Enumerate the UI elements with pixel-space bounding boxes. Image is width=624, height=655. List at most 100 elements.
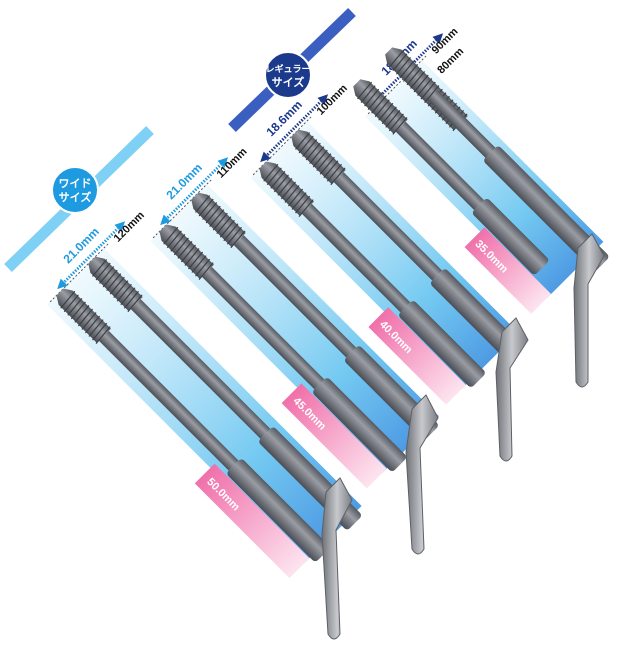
bone-plate — [495, 317, 529, 462]
arrow-head — [432, 33, 444, 44]
blue-length-band — [150, 184, 439, 473]
thread-line — [302, 139, 318, 157]
thread-line — [280, 181, 296, 200]
screw-thread — [385, 47, 440, 102]
thread-line — [266, 167, 282, 186]
screw-thread — [353, 79, 408, 134]
thread-line — [395, 56, 411, 75]
thread-line — [273, 174, 289, 193]
thread-line — [60, 290, 76, 309]
screw-sleeve — [431, 269, 517, 355]
thread-line — [223, 223, 239, 242]
screw-back — [291, 129, 517, 355]
screw-sleeve — [227, 459, 330, 562]
thread-line — [392, 53, 408, 72]
thread-line — [99, 266, 115, 284]
screw-thread — [291, 129, 346, 185]
screw-shaft — [233, 235, 357, 358]
thread-line — [364, 88, 380, 107]
thread-line — [67, 297, 83, 316]
thread-line — [305, 142, 321, 161]
thread-line — [381, 106, 397, 125]
thread-line — [95, 326, 111, 345]
thread-line — [81, 312, 97, 330]
thread-line — [316, 153, 332, 172]
screw-thread — [56, 288, 111, 343]
thread-line — [399, 60, 415, 79]
thread-line — [298, 135, 314, 154]
thread-line — [70, 301, 86, 320]
thread-line — [191, 255, 207, 273]
pink-sleeve-band — [464, 227, 552, 314]
thread-line — [417, 78, 433, 96]
thread-line — [219, 219, 235, 238]
thread-line — [360, 85, 376, 103]
screw-sleeve — [484, 146, 549, 212]
thread-line — [180, 244, 196, 263]
pink-sleeve-band — [281, 383, 387, 489]
screw-thread — [191, 192, 246, 248]
screw-front — [259, 161, 485, 387]
thread-line — [291, 192, 307, 210]
thread-line — [330, 167, 346, 186]
thread-line — [173, 237, 189, 256]
thread-line — [109, 276, 125, 295]
screw-shaft — [427, 89, 496, 158]
thread-line — [187, 251, 204, 270]
width-dimension-arrow — [263, 97, 325, 159]
pink-sleeve-band — [368, 307, 466, 405]
screw-back — [191, 192, 438, 440]
thread-line — [163, 226, 179, 245]
thread-line — [424, 85, 440, 103]
thread-line — [77, 308, 93, 327]
screw-group-rotated: 18.6mm90mm80mm35.0mm — [353, 25, 609, 314]
thread-line — [388, 49, 404, 68]
thread-line — [367, 92, 383, 111]
badge-line2: サイズ — [272, 75, 305, 89]
blue-length-band — [47, 248, 362, 563]
thread-line — [74, 305, 90, 323]
screw-sleeve — [313, 378, 407, 472]
thread-line — [226, 226, 242, 245]
thread-line — [216, 216, 232, 235]
thread-line — [357, 81, 373, 100]
thread-line — [116, 283, 132, 302]
arrow-head — [317, 94, 329, 105]
thread-line — [88, 319, 104, 337]
thread-line — [177, 241, 193, 259]
dimension-guide — [49, 243, 109, 303]
thread-line — [230, 230, 246, 249]
thread-line — [277, 178, 293, 196]
thread-line — [95, 262, 111, 281]
bone-plate — [405, 394, 439, 555]
thread-line — [127, 294, 143, 313]
thread-line — [209, 209, 225, 227]
thread-line — [295, 195, 311, 214]
thread-line — [184, 248, 200, 266]
thread-line — [298, 199, 314, 218]
thread-line — [371, 95, 387, 114]
screw-front — [159, 224, 407, 472]
badge-line2: サイズ — [59, 190, 92, 204]
thread-line — [170, 233, 186, 252]
badge-circle — [51, 166, 99, 214]
thread-line — [84, 315, 101, 334]
thread-line — [420, 81, 436, 100]
thread-line — [113, 280, 129, 299]
thread-line — [102, 269, 118, 288]
thread-line — [410, 71, 426, 89]
thread-line — [202, 202, 218, 220]
blue-length-band — [250, 121, 519, 390]
thread-line — [198, 198, 214, 217]
thread-line — [378, 102, 394, 121]
thread-line — [309, 146, 325, 164]
screw-shaft — [130, 299, 271, 439]
screw-front — [353, 79, 549, 275]
